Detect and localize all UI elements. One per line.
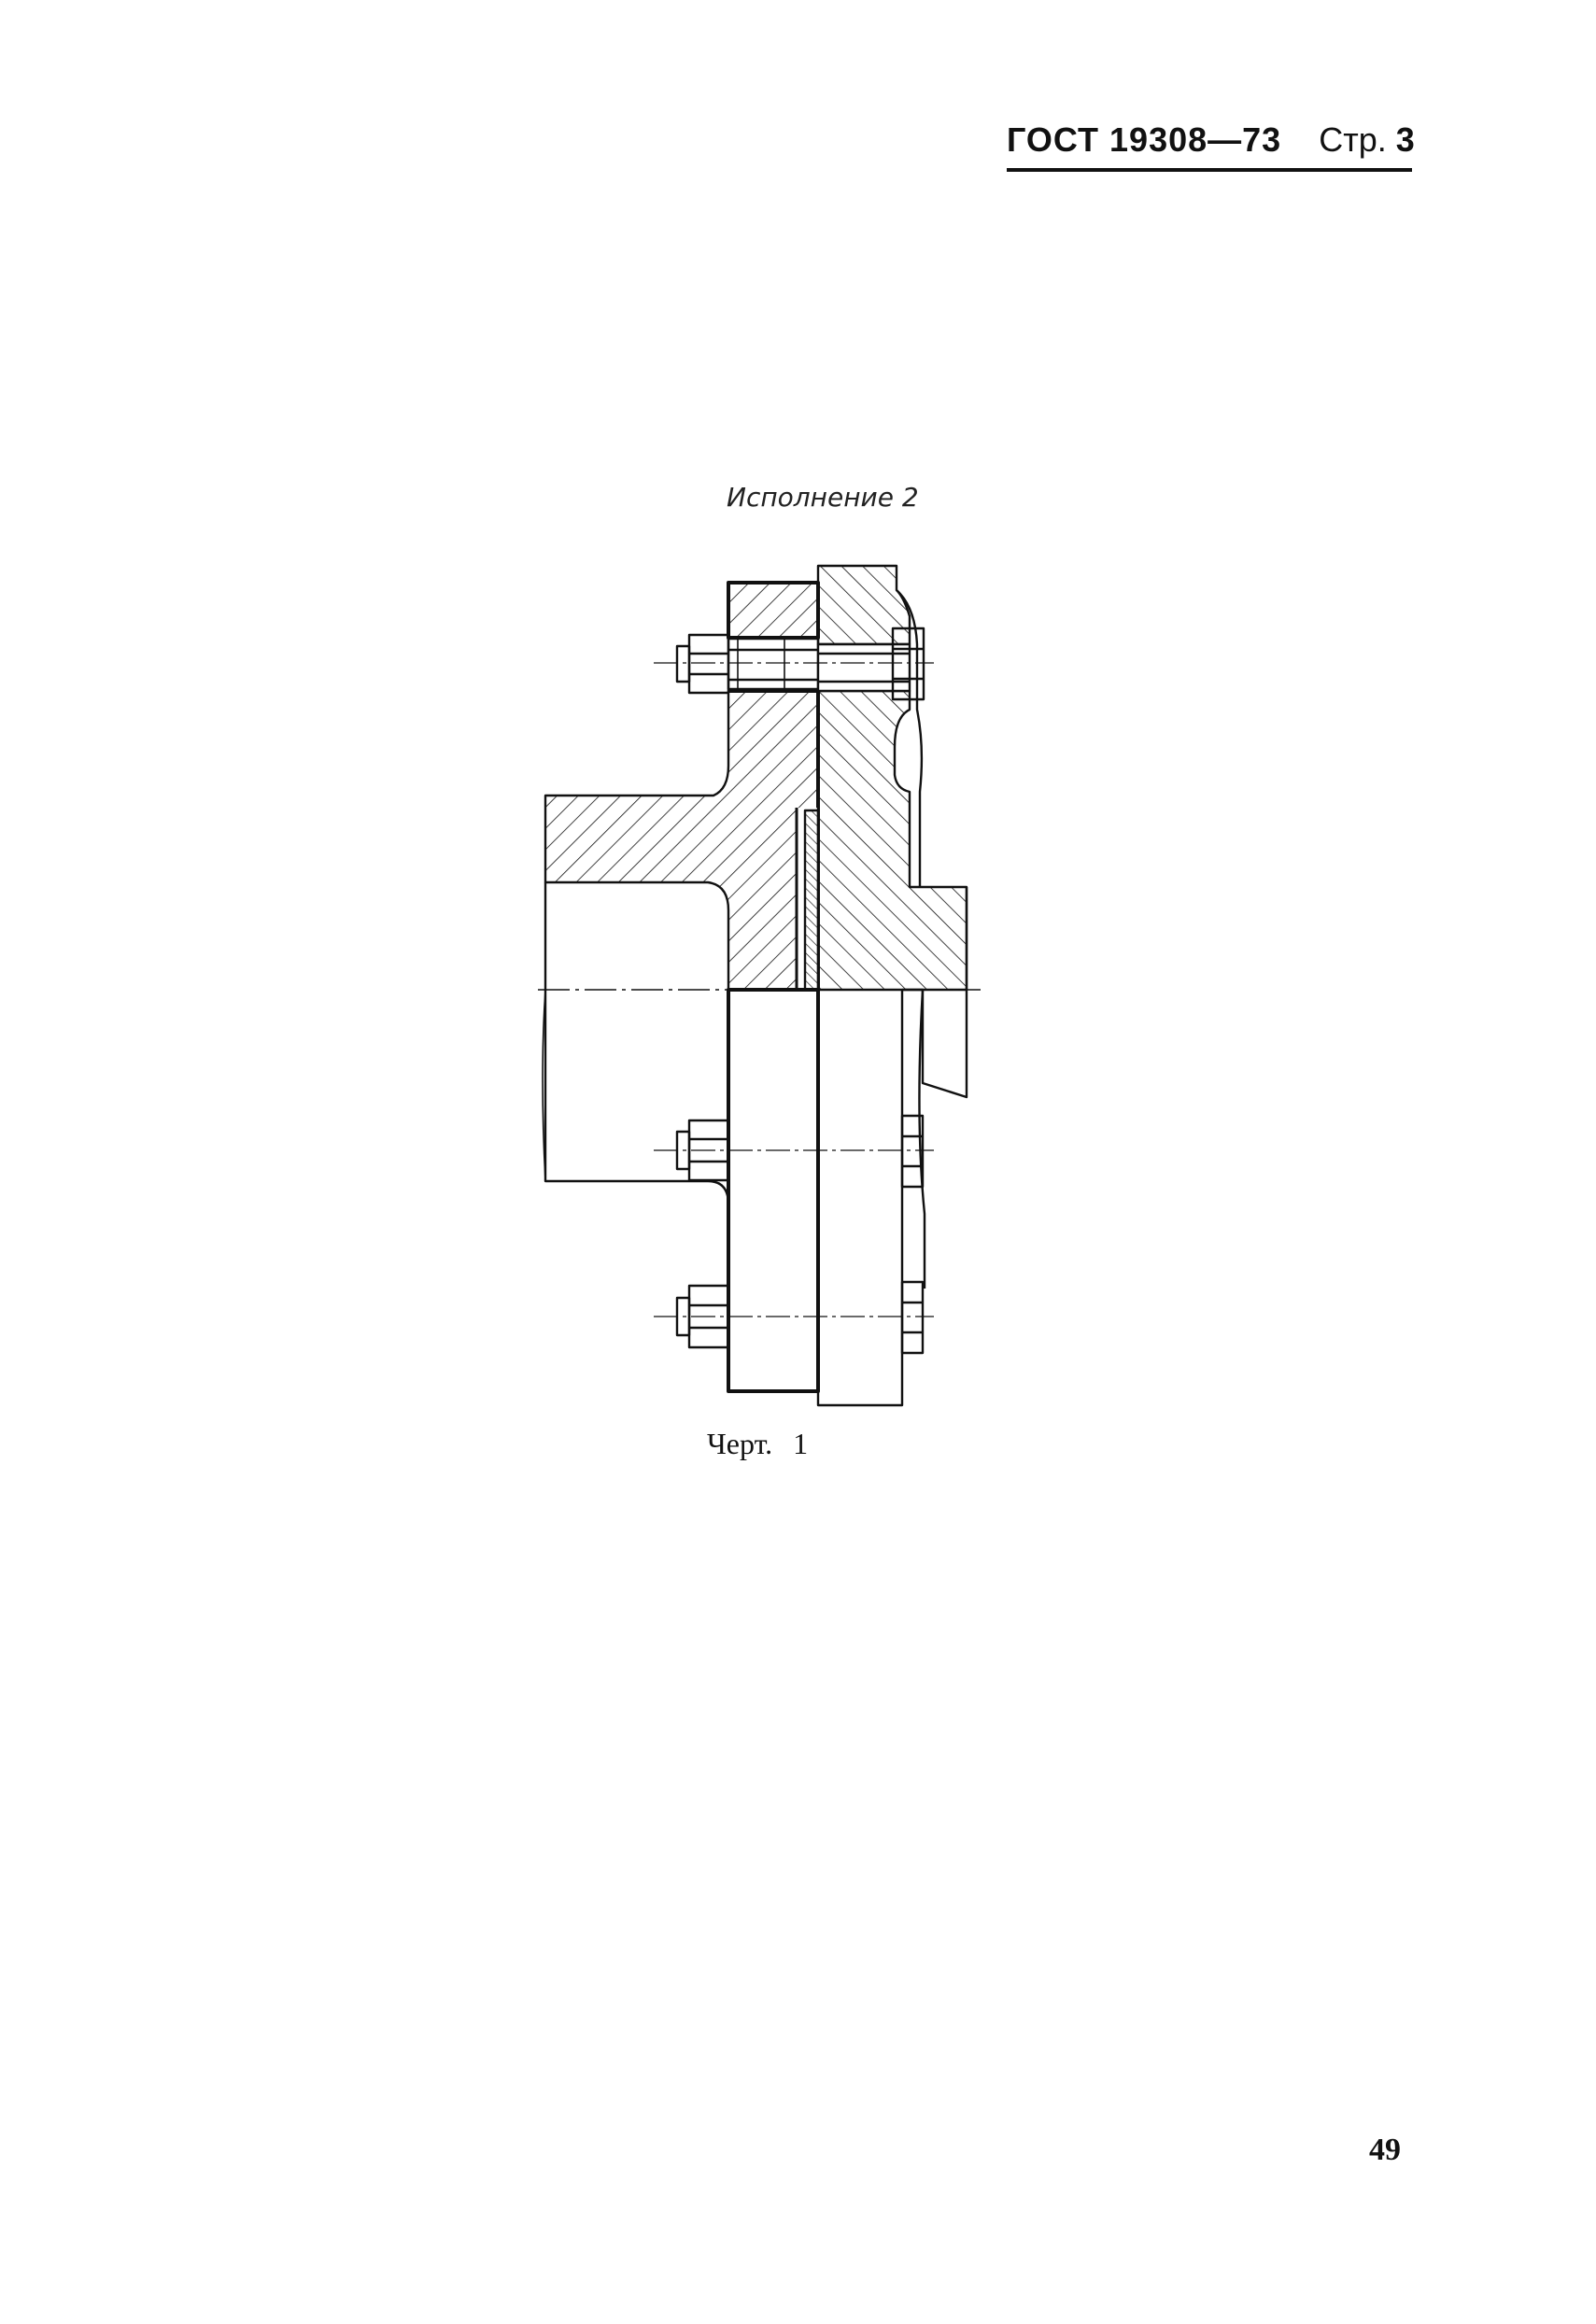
- variant-label: Исполнение 2: [727, 482, 919, 513]
- page-label: Стр.: [1319, 120, 1387, 159]
- page-value: 3: [1395, 120, 1415, 159]
- bolt-bottom: [675, 1280, 925, 1355]
- left-flange-lower: [727, 988, 820, 1393]
- figure-caption: Черт. 1: [707, 1427, 808, 1461]
- flange-joint-drawing: [538, 564, 981, 1407]
- page-header: ГОСТ 19308—73 Стр. 3: [1007, 120, 1415, 161]
- gasket-section: [803, 809, 820, 992]
- caption-number: 1: [793, 1427, 809, 1460]
- left-flange-hub-section: [544, 689, 820, 992]
- right-flange-body-section: [816, 689, 968, 992]
- standard-number: ГОСТ 19308—73: [1007, 120, 1282, 159]
- page-reference: Стр. 3: [1319, 120, 1415, 159]
- page-number: 49: [1369, 2133, 1401, 2167]
- caption-label: Черт.: [707, 1427, 773, 1460]
- header-underline: [1007, 168, 1412, 172]
- bolt-top: [675, 627, 925, 701]
- left-flange-top-section: [727, 581, 820, 640]
- right-flange-lower: [816, 990, 904, 1407]
- right-flange-section: [816, 564, 911, 646]
- left-pipe-lower: [544, 882, 730, 1205]
- bolt-middle: [675, 1114, 925, 1189]
